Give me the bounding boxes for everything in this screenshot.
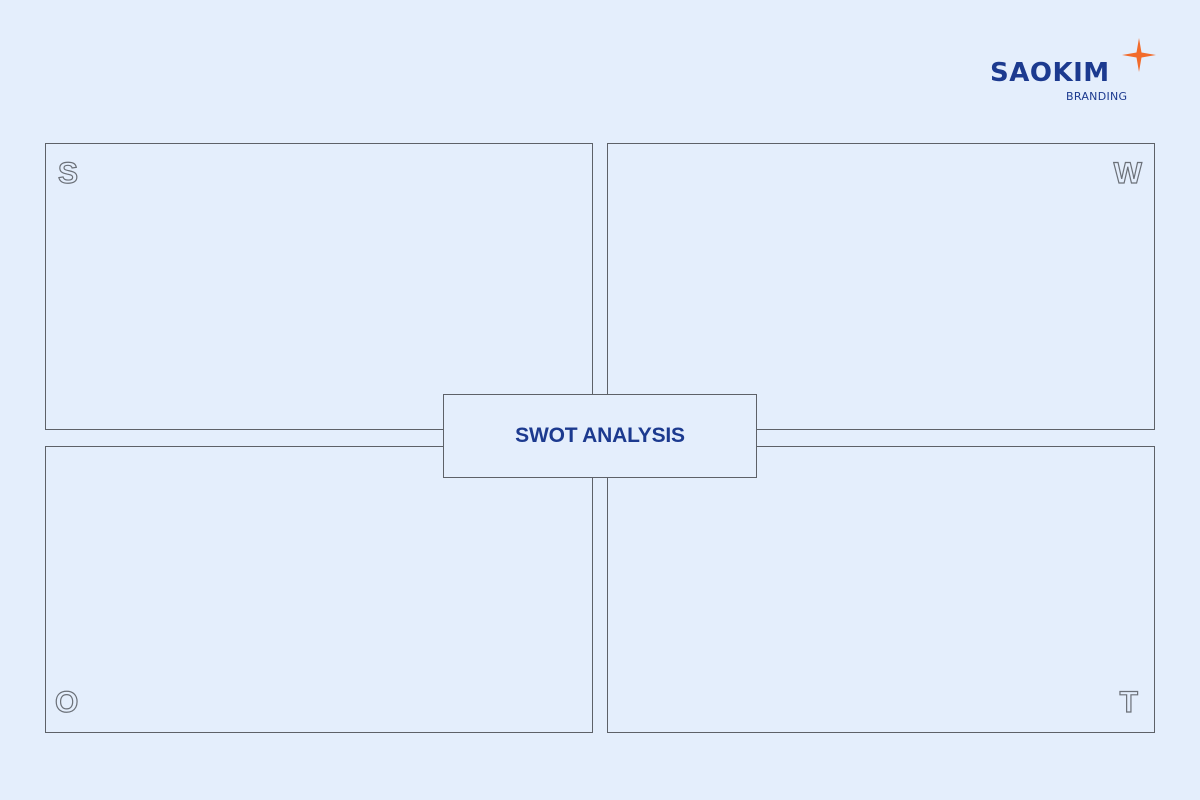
four-point-star-icon [1122,38,1156,72]
quadrant-letter-o: O [54,686,79,719]
logo-wordmark: SAOKIM [990,58,1110,88]
brand-logo: SAOKIM BRANDING [986,38,1158,104]
quadrant-letter-s: S [57,157,79,190]
threats-quadrant: T [607,446,1155,733]
weaknesses-quadrant: W [607,143,1155,430]
logo-tagline: BRANDING [1066,90,1128,103]
strengths-quadrant: S [45,143,593,430]
quadrant-letter-w: W [1113,157,1143,190]
swot-title: SWOT ANALYSIS [515,424,685,447]
opportunities-quadrant: O [45,446,593,733]
quadrant-letter-t: T [1119,686,1139,719]
swot-title-box: SWOT ANALYSIS [443,394,757,478]
